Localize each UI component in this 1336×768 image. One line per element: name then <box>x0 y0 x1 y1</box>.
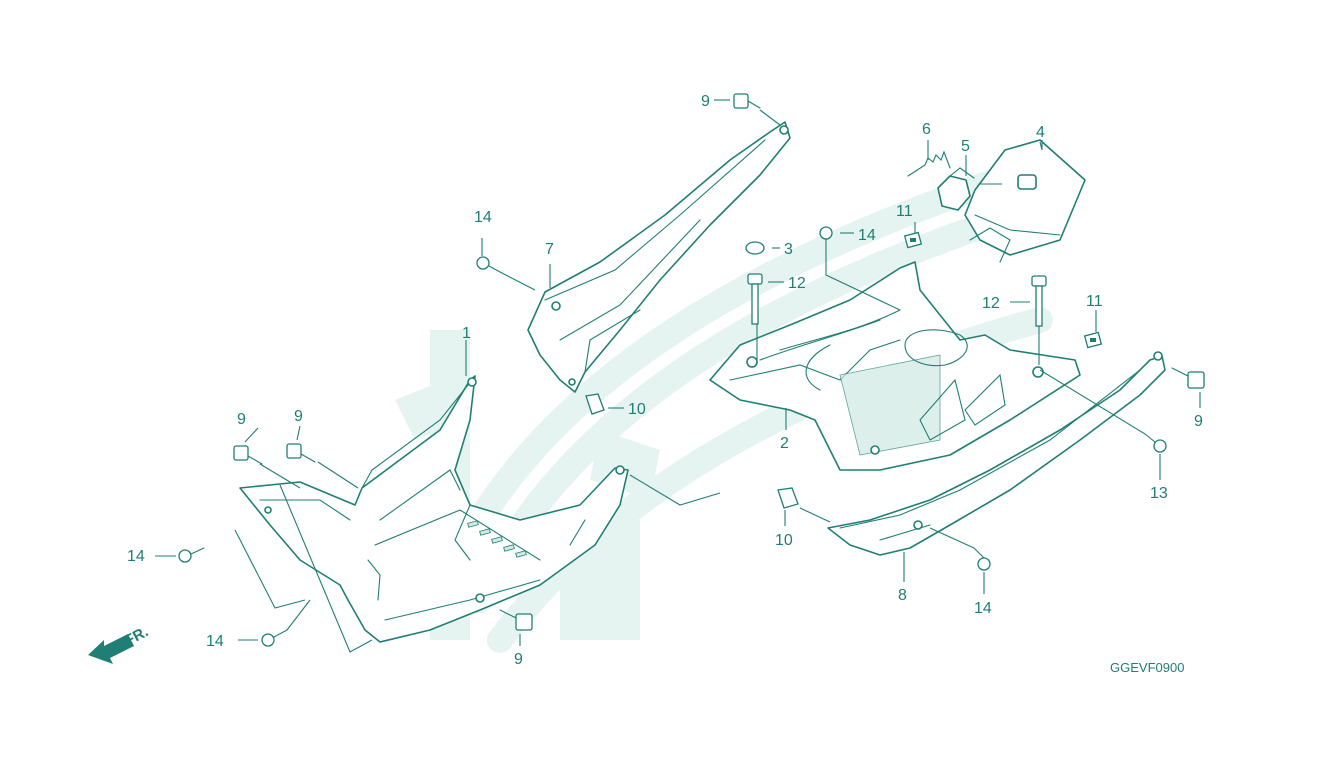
callout-labels: 9 14 7 1 9 9 14 14 9 10 3 12 14 11 6 5 4… <box>127 93 1203 668</box>
callout-12-right: 12 <box>982 295 1000 312</box>
callout-1: 1 <box>462 325 471 342</box>
callout-14-left-a: 14 <box>127 548 145 565</box>
clip-10-lower <box>777 487 799 509</box>
screw-14-left-b <box>261 629 288 647</box>
part-2-floor-step <box>709 261 1081 471</box>
callout-9-bottom: 9 <box>514 651 523 668</box>
callout-6: 6 <box>922 121 931 138</box>
clip-11-upper <box>903 231 923 249</box>
callout-7: 7 <box>545 241 554 258</box>
callout-10-lower: 10 <box>775 532 793 549</box>
part-1-floor-side-cover <box>239 375 629 643</box>
screw-14-left-a <box>178 547 205 563</box>
part-8-side-cover <box>827 351 1166 556</box>
callout-10-upper: 10 <box>628 401 646 418</box>
callout-9-left-b: 9 <box>294 408 303 425</box>
bolt-12-left <box>747 273 763 325</box>
leader-lines <box>155 99 1201 653</box>
bolt-9-left-b <box>286 443 316 463</box>
front-direction-indicator: FR. <box>88 623 151 664</box>
clip-11-right <box>1083 331 1103 349</box>
callout-9-right: 9 <box>1194 413 1203 430</box>
part-5-latch <box>937 167 975 211</box>
callout-11-upper: 11 <box>896 203 913 220</box>
part-4-lid <box>964 139 1086 263</box>
slot-marks <box>467 520 527 558</box>
callout-4: 4 <box>1036 124 1045 141</box>
callout-14-left-b: 14 <box>206 633 224 650</box>
part-6-spring <box>907 150 951 177</box>
callout-3: 3 <box>784 241 793 258</box>
callout-2: 2 <box>780 435 789 452</box>
callout-12-left: 12 <box>788 275 806 292</box>
callout-11-right: 11 <box>1086 293 1103 310</box>
callout-14-right: 14 <box>974 600 992 617</box>
screw-14-right <box>973 547 991 571</box>
screw-14-mid <box>819 226 833 253</box>
screw-13 <box>1144 433 1167 453</box>
drawing-code: GGEVF0900 <box>1110 660 1184 675</box>
callout-8: 8 <box>898 587 907 604</box>
bolt-9-right <box>1171 367 1205 389</box>
callout-9-left-a: 9 <box>237 411 246 428</box>
callout-9-top: 9 <box>701 93 710 110</box>
callout-5: 5 <box>961 138 970 155</box>
front-arrow-icon <box>88 634 134 664</box>
bolt-9-left-a <box>233 445 263 465</box>
clip-10-upper <box>585 393 605 415</box>
bolt-9-top <box>733 93 761 109</box>
callout-14-mid: 14 <box>858 227 876 244</box>
screw-14-upper <box>476 256 501 273</box>
callout-13: 13 <box>1150 485 1168 502</box>
callout-14-upper: 14 <box>474 209 492 226</box>
grommet-3 <box>745 241 765 255</box>
part-7-side-trim <box>527 121 791 393</box>
bolt-9-bottom <box>499 609 533 631</box>
